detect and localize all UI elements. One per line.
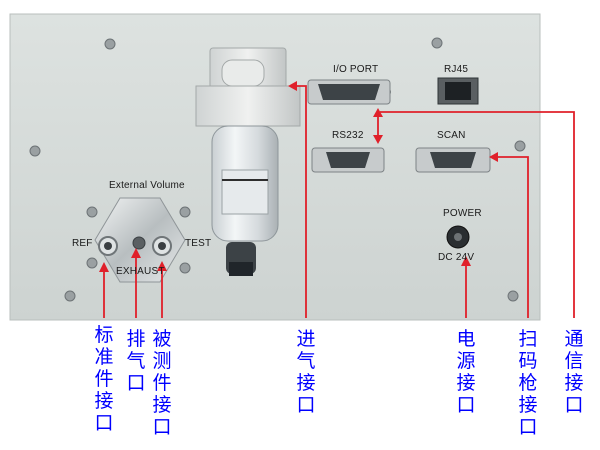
- scan-label: SCAN: [437, 130, 466, 141]
- dc-24v-label: DC 24V: [438, 252, 475, 263]
- power-label: POWER: [443, 208, 482, 219]
- callout-exhaust-port: 排气口: [126, 328, 146, 394]
- callout-comm-port: 通信接口: [564, 328, 584, 416]
- scan-connector: [415, 147, 491, 173]
- rs232-label: RS232: [332, 130, 364, 141]
- callout-air-inlet: 进气接口: [296, 328, 316, 416]
- external-volume-manifold: [94, 197, 186, 283]
- rj45-label: RJ45: [444, 64, 469, 75]
- io-port-label: I/O PORT: [333, 64, 379, 75]
- power-jack: [446, 225, 470, 249]
- air-filter: [195, 47, 301, 276]
- callout-test-port: 被测件接口: [152, 328, 172, 438]
- ref-label: REF: [72, 238, 93, 249]
- io-port-connector: [307, 79, 391, 105]
- exhaust-label: EXHAUST: [116, 266, 165, 277]
- test-label: TEST: [185, 238, 212, 249]
- external-volume-label: External Volume: [109, 180, 185, 191]
- callout-power-port: 电源接口: [456, 328, 476, 416]
- callout-arrowheads: [99, 81, 498, 272]
- callout-scanner-port: 扫码枪接口: [518, 328, 538, 438]
- callout-ref-port: 标准件接口: [94, 324, 114, 434]
- rs232-connector: [311, 147, 385, 173]
- rj45-connector: [437, 77, 479, 105]
